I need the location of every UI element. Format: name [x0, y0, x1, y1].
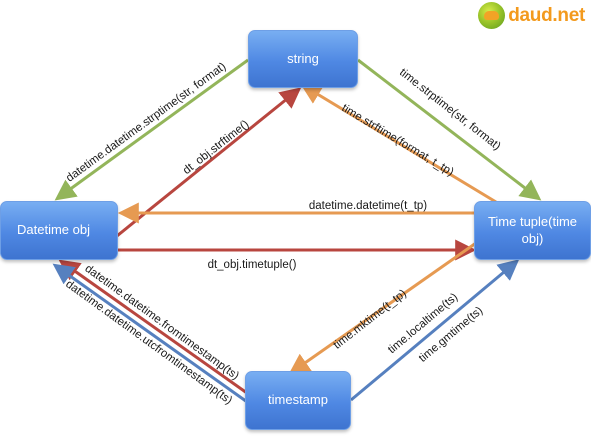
- arrow-timestamp-to-timetuple: [350, 259, 520, 402]
- node-datetime-obj: Datetime obj: [0, 201, 118, 260]
- node-timestamp-label: timestamp: [268, 392, 328, 408]
- label-dt-timetuple: dt_obj.timetuple(): [208, 259, 297, 271]
- node-datetime-obj-label: Datetime obj: [17, 222, 90, 238]
- arrow-datetime-to-string: [101, 87, 302, 250]
- node-time-tuple: Time tuple(time obj): [474, 201, 591, 260]
- arrow-timetuple-to-string: [300, 83, 497, 204]
- arrow-timestamp-to-datetime-blue: [52, 263, 251, 406]
- node-time-tuple-label: Time tuple(time obj): [487, 214, 578, 246]
- node-string: string: [248, 30, 358, 88]
- site-logo[interactable]: daud.net: [478, 2, 585, 29]
- globe-logo-icon: [478, 2, 506, 29]
- label-time-strftime: time.strftime(format, t_tp): [339, 102, 455, 179]
- node-string-label: string: [287, 50, 319, 66]
- arrow-string-to-timetuple: [357, 58, 542, 201]
- node-timestamp: timestamp: [245, 371, 351, 430]
- arrow-timestamp-to-datetime-red: [58, 259, 255, 400]
- logo-text: daud.net: [508, 4, 585, 26]
- label-dt-strftime: dt_obj.strftime(): [181, 118, 251, 177]
- arrow-timetuple-to-timestamp: [288, 234, 487, 375]
- label-utcfromtimestamp: datetime.datetime.utcfromtimestamp(ts): [63, 278, 234, 407]
- arrow-string-to-datetime: [54, 58, 249, 201]
- label-fromtimestamp: datetime.datetime.fromtimestamp(ts): [82, 263, 241, 383]
- label-datetime-datetime: datetime.datetime(t_tp): [309, 200, 427, 212]
- label-time-strptime: time.strptime(str, format): [397, 67, 503, 153]
